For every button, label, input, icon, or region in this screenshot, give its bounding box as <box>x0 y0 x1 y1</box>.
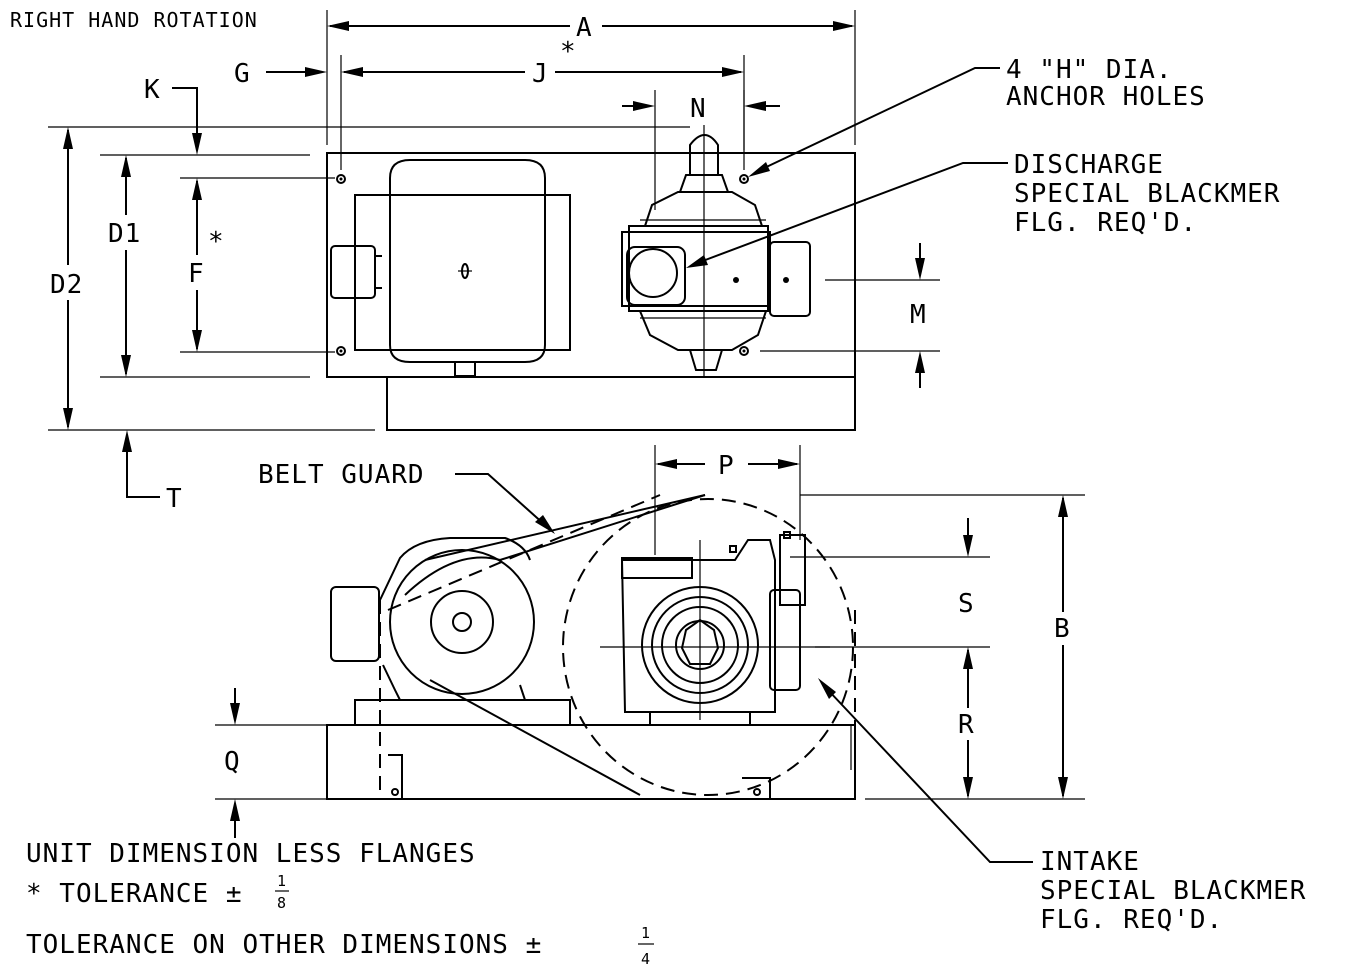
pump-top <box>621 125 811 377</box>
drawing-title: RIGHT HAND ROTATION <box>10 8 258 32</box>
top-view: A J * G K N D2 D1 <box>48 10 1280 514</box>
notes: UNIT DIMENSION LESS FLANGES * TOLERANCE … <box>26 839 654 968</box>
anchor-holes <box>336 174 749 356</box>
dim-star-j: * <box>560 37 577 67</box>
dim-label-d2: D2 <box>50 270 83 300</box>
dim-label-s: S <box>958 589 975 619</box>
base-skid-top <box>386 377 856 431</box>
note-tolerance-star-denominator: 8 <box>277 894 286 912</box>
note-tolerance-other-numerator: 1 <box>641 924 650 942</box>
pump-side <box>600 531 830 720</box>
dim-label-d1: D1 <box>108 219 141 249</box>
dim-label-n: N <box>690 94 707 124</box>
motor-side <box>330 537 535 701</box>
dim-label-r: R <box>958 710 975 740</box>
dim-label-t: T <box>166 484 183 514</box>
dim-label-m: M <box>910 300 927 330</box>
callout-discharge-line1: DISCHARGE <box>1014 150 1164 180</box>
dim-label-p: P <box>718 451 735 481</box>
callout-discharge-line2: SPECIAL BLACKMER <box>1014 179 1280 209</box>
dim-label-k: K <box>144 75 161 105</box>
dim-label-g: G <box>234 59 251 89</box>
note-tolerance-star-numerator: 1 <box>277 872 286 890</box>
note-tolerance-other-denominator: 4 <box>641 950 650 968</box>
base-skid-side <box>326 724 856 800</box>
note-unit-dimension: UNIT DIMENSION LESS FLANGES <box>26 839 476 869</box>
note-tolerance-star: * TOLERANCE ± <box>26 879 243 909</box>
callout-discharge-line3: FLG. REQ'D. <box>1014 208 1197 238</box>
note-tolerance-other: TOLERANCE ON OTHER DIMENSIONS ± <box>26 930 542 960</box>
callout-intake-line2: SPECIAL BLACKMER <box>1040 876 1306 906</box>
callout-intake-line3: FLG. REQ'D. <box>1040 905 1223 935</box>
callout-anchor-line1: 4 "H" DIA. <box>1006 55 1173 85</box>
base-plate-top <box>326 152 856 378</box>
dim-label-b: B <box>1054 614 1071 644</box>
motor-top <box>330 159 571 377</box>
callout-anchor-line2: ANCHOR HOLES <box>1006 82 1206 112</box>
side-view: P S R B Q BELT GUARD INTAKE SPECIAL BLAC… <box>215 445 1306 935</box>
dim-label-f: F <box>188 259 205 289</box>
dim-star-f: * <box>208 227 225 257</box>
dim-label-q: Q <box>224 747 241 777</box>
dim-label-a: A <box>576 13 593 43</box>
callout-intake-line1: INTAKE <box>1040 847 1140 877</box>
dim-label-j: J <box>532 59 549 89</box>
callout-belt-guard: BELT GUARD <box>258 460 425 490</box>
